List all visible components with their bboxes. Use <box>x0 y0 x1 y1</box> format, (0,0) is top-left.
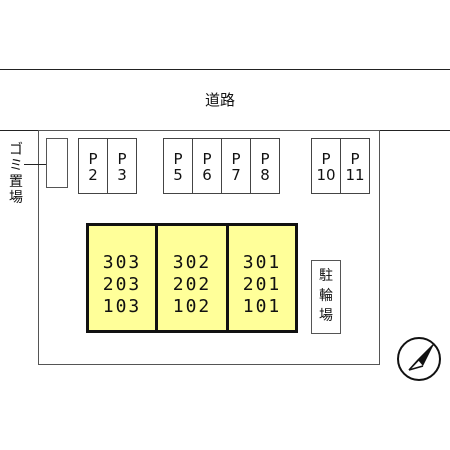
garbage-area-label: ゴ ミ 置 場 <box>9 142 23 206</box>
garbage-area-box <box>46 138 68 188</box>
garbage-area-pointer <box>24 164 46 165</box>
road-edge-top <box>0 69 450 70</box>
bicycle-parking-label: 駐 輪 場 <box>319 268 333 324</box>
road-label: 道路 <box>205 91 236 109</box>
bicycle-parking-box <box>311 260 341 334</box>
north-arrow-icon <box>396 336 442 382</box>
